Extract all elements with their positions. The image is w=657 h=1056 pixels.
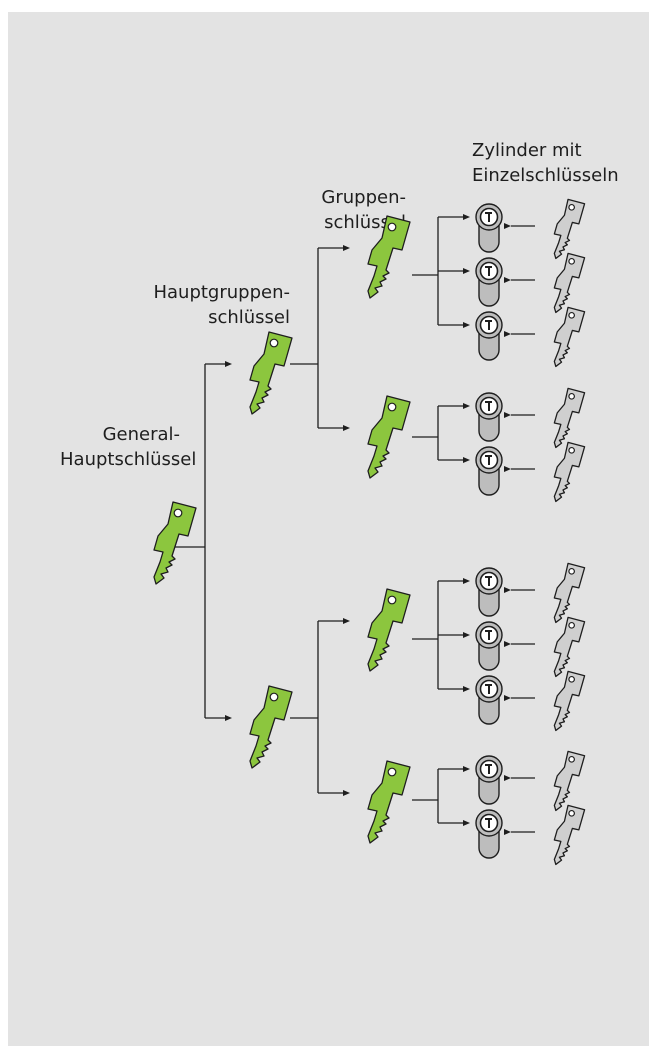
lock-cylinder-icon bbox=[475, 567, 503, 617]
individual-key-icon bbox=[553, 750, 586, 812]
lock-cylinder-icon bbox=[475, 392, 503, 442]
group-key-icon bbox=[367, 588, 411, 672]
arrow-to-cylinder bbox=[463, 820, 470, 826]
lock-cylinder-icon bbox=[475, 621, 503, 671]
individual-key-icon bbox=[553, 306, 586, 368]
arrow-from-individual-key bbox=[504, 466, 511, 472]
arrow-to-cylinder bbox=[463, 403, 470, 409]
individual-key-icon bbox=[553, 252, 586, 314]
general-master-key-icon bbox=[153, 501, 197, 585]
lock-cylinder-icon bbox=[475, 203, 503, 253]
lock-cylinder-icon bbox=[475, 675, 503, 725]
group-key-icon bbox=[367, 760, 411, 844]
group-key-icon bbox=[367, 395, 411, 479]
arrow-to-cylinder bbox=[463, 632, 470, 638]
label-main-group-key: Hauptgruppen-schlüssel bbox=[153, 282, 290, 328]
arrow-to-cylinder bbox=[463, 322, 470, 328]
arrow-to-cylinder bbox=[463, 457, 470, 463]
arrow-to-group bbox=[343, 790, 350, 796]
arrow-to-main-group bbox=[225, 715, 232, 721]
individual-key-icon bbox=[553, 616, 586, 678]
arrow-to-cylinder bbox=[463, 686, 470, 692]
arrow-to-group bbox=[343, 618, 350, 624]
main-group-key-icon bbox=[249, 685, 293, 769]
arrow-from-individual-key bbox=[504, 412, 511, 418]
main-group-key-icon bbox=[249, 331, 293, 415]
arrow-to-cylinder bbox=[463, 578, 470, 584]
group-key-icon bbox=[367, 215, 411, 299]
label-general-master-key: General-Hauptschlüssel bbox=[60, 424, 197, 470]
arrow-from-individual-key bbox=[504, 695, 511, 701]
arrow-from-individual-key bbox=[504, 587, 511, 593]
arrow-from-individual-key bbox=[504, 277, 511, 283]
individual-key-icon bbox=[553, 562, 586, 624]
individual-key-icon bbox=[553, 441, 586, 503]
individual-key-icon bbox=[553, 387, 586, 449]
arrow-to-main-group bbox=[225, 361, 232, 367]
lock-cylinder-icon bbox=[475, 809, 503, 859]
arrow-to-cylinder bbox=[463, 766, 470, 772]
lock-cylinder-icon bbox=[475, 257, 503, 307]
arrow-to-cylinder bbox=[463, 268, 470, 274]
individual-key-icon bbox=[553, 804, 586, 866]
arrow-to-group bbox=[343, 425, 350, 431]
individual-key-icon bbox=[553, 670, 586, 732]
arrow-from-individual-key bbox=[504, 223, 511, 229]
arrow-to-group bbox=[343, 245, 350, 251]
arrow-from-individual-key bbox=[504, 775, 511, 781]
lock-cylinder-icon bbox=[475, 755, 503, 805]
arrow-from-individual-key bbox=[504, 641, 511, 647]
individual-key-icon bbox=[553, 198, 586, 260]
lock-cylinder-icon bbox=[475, 311, 503, 361]
arrow-from-individual-key bbox=[504, 331, 511, 337]
diagram-panel bbox=[8, 12, 649, 1046]
arrow-from-individual-key bbox=[504, 829, 511, 835]
arrow-to-cylinder bbox=[463, 214, 470, 220]
lock-cylinder-icon bbox=[475, 446, 503, 496]
